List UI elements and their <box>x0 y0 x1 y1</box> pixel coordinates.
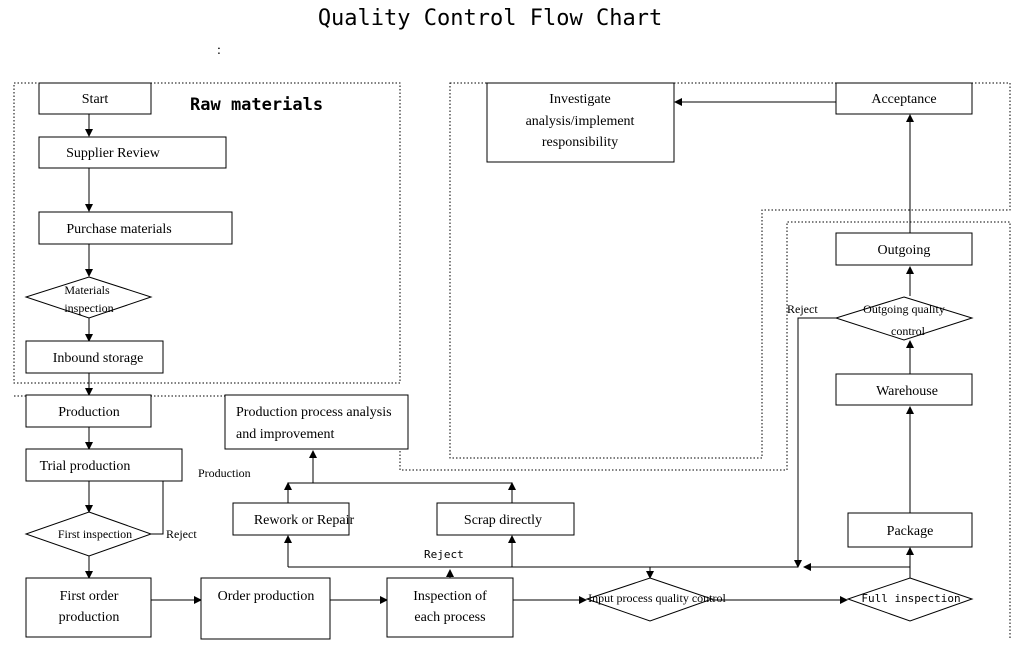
edge-label-reject-first: Reject <box>166 527 197 541</box>
svg-text:control: control <box>891 324 926 338</box>
svg-text:Full inspection: Full inspection <box>861 592 960 605</box>
svg-text:production: production <box>59 610 120 625</box>
svg-text:analysis/implement: analysis/implement <box>526 114 635 129</box>
node-supplier-review: Supplier Review <box>38 136 227 169</box>
svg-text:Outgoing quality: Outgoing quality <box>863 302 945 316</box>
svg-text:responsibility: responsibility <box>542 135 618 150</box>
arrow-reject-outgoing <box>794 317 836 568</box>
svg-text:each process: each process <box>414 610 485 625</box>
node-first-inspection: First inspection <box>24 511 153 557</box>
node-trial-production: Trial production <box>25 448 183 482</box>
raw-materials-region <box>13 82 401 384</box>
svg-text:Inbound storage: Inbound storage <box>53 351 144 366</box>
node-process-analysis: Production process analysis and improvem… <box>224 394 409 450</box>
node-outgoing-qc: Outgoing quality control <box>834 296 974 341</box>
node-order-production: Order production <box>200 577 331 640</box>
svg-text:Trial production: Trial production <box>40 459 131 474</box>
svg-text:Input process quality control: Input process quality control <box>588 591 726 605</box>
node-first-order-production: First order production <box>25 577 152 638</box>
node-acceptance: Acceptance <box>835 82 973 115</box>
svg-text:Acceptance: Acceptance <box>871 92 936 107</box>
edge-label-production: Production <box>198 466 251 480</box>
node-rework-repair: Rework or Repair <box>232 502 355 536</box>
node-inspection-each-process: Inspection of each process <box>386 577 514 638</box>
svg-text:Supplier Review: Supplier Review <box>66 146 161 161</box>
raw-materials-label: Raw materials <box>190 95 323 115</box>
svg-text:Production: Production <box>58 405 119 420</box>
svg-text:Outgoing: Outgoing <box>878 243 931 258</box>
svg-text:Order production: Order production <box>218 589 315 604</box>
colon-mark: : <box>217 43 221 58</box>
production-region <box>14 221 1011 640</box>
svg-text:Start: Start <box>82 92 109 107</box>
edge-label-reject-outgoing: Reject <box>787 302 818 316</box>
connectors <box>85 98 914 604</box>
svg-text:Inspection of: Inspection of <box>413 589 487 604</box>
svg-text:First order: First order <box>60 589 119 604</box>
svg-text:Package: Package <box>887 524 934 539</box>
page-title: Quality Control Flow Chart <box>318 6 662 31</box>
node-materials-inspection: Materials inspection <box>24 276 153 319</box>
node-production: Production <box>25 394 152 428</box>
svg-text:Rework or Repair: Rework or Repair <box>254 513 355 528</box>
node-package: Package <box>847 512 973 548</box>
node-full-inspection: Full inspection <box>846 577 974 622</box>
svg-text:Purchase materials: Purchase materials <box>66 222 171 237</box>
svg-text:inspection: inspection <box>64 301 113 315</box>
node-outgoing: Outgoing <box>835 232 973 266</box>
svg-text:and improvement: and improvement <box>236 427 334 442</box>
node-warehouse: Warehouse <box>835 373 973 406</box>
svg-text:Scrap directly: Scrap directly <box>464 513 542 528</box>
node-scrap-directly: Scrap directly <box>436 502 575 536</box>
svg-text:Production process analysis: Production process analysis <box>236 405 392 420</box>
acceptance-region <box>449 82 1011 459</box>
svg-text:Materials: Materials <box>64 283 110 297</box>
edge-label-reject-process: Reject <box>424 548 464 561</box>
node-purchase-materials: Purchase materials <box>38 211 233 245</box>
svg-text:Investigate: Investigate <box>549 92 610 107</box>
node-investigate: Investigate analysis/implement responsib… <box>486 82 675 163</box>
rework-scrap-join <box>287 482 513 503</box>
svg-text:First inspection: First inspection <box>58 527 132 541</box>
node-start: Start <box>38 82 152 115</box>
node-inbound-storage: Inbound storage <box>25 340 164 374</box>
svg-text:Warehouse: Warehouse <box>876 384 938 399</box>
node-input-process-qc: Input process quality control <box>585 577 726 622</box>
